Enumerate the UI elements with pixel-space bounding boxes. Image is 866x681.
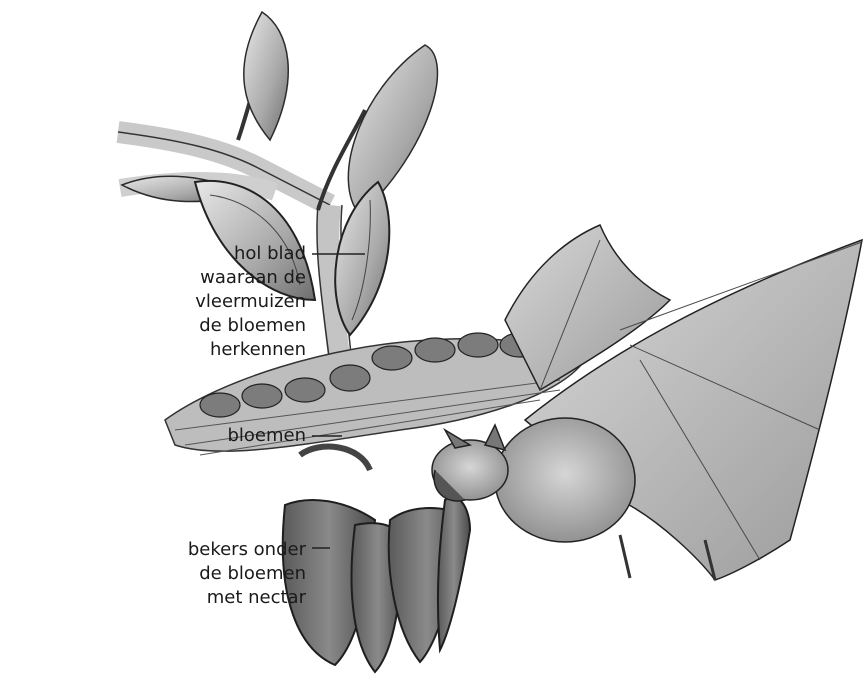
label-line: bekers onder xyxy=(188,538,306,562)
label-line: bloemen xyxy=(227,424,306,448)
label-line: vleermuizen xyxy=(195,290,306,314)
label-hollow-leaf: hol blad waaraan de vleermuizen de bloem… xyxy=(195,242,306,362)
label-cups: bekers onder de bloemen met nectar xyxy=(188,538,306,610)
label-line: hol blad xyxy=(195,242,306,266)
label-line: waaraan de xyxy=(195,266,306,290)
label-flowers: bloemen xyxy=(227,424,306,448)
label-line: de bloemen xyxy=(188,562,306,586)
label-line: met nectar xyxy=(188,586,306,610)
label-line: herkennen xyxy=(195,338,306,362)
label-line: de bloemen xyxy=(195,314,306,338)
